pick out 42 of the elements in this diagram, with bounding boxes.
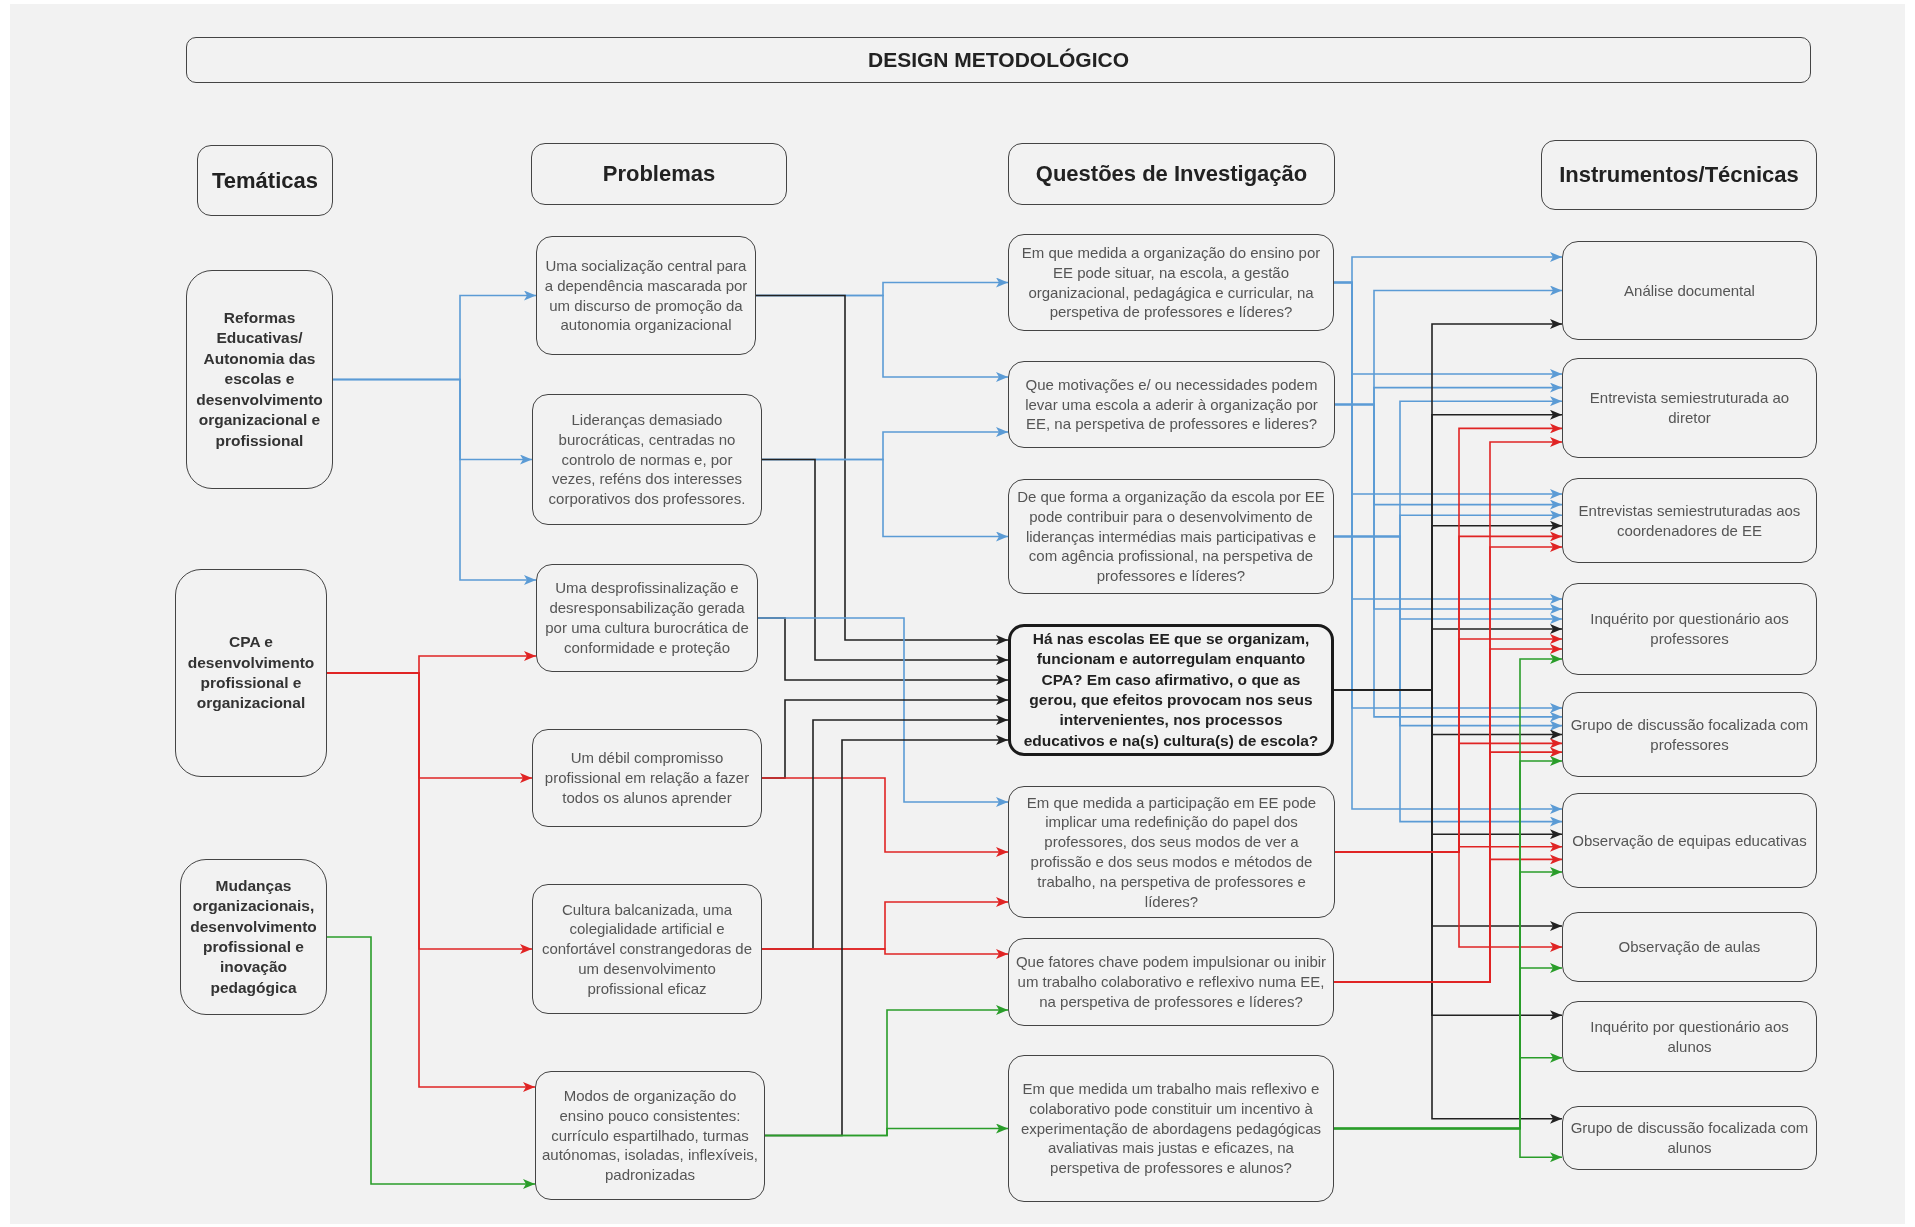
process-box: Modos de organização do ensino pouco consistentes: currículo espartilhado, turmas autónomas, isoladas, inflexíveis, padronizadas [535, 1071, 765, 1200]
arrow [1333, 281, 1563, 814]
process-box: Observação de equipas educativas [1562, 793, 1817, 888]
process-box: Que fatores chave podem impulsionar ou inibir um trabalho colaborativo e reflexivo numa EE, na perspetiva de professores e líderes? [1008, 938, 1334, 1026]
column-header: Questões de Investigação [1008, 143, 1335, 205]
process-box: Observação de aulas [1562, 912, 1817, 982]
arrow [332, 378, 537, 585]
process-box: Entrevistas semiestruturadas aos coordenadores de EE [1562, 478, 1817, 563]
arrow [761, 458, 1009, 665]
process-box: Uma socialização central para a dependência mascarada por um discurso de promoção da autonomia organizacional [536, 236, 756, 355]
column-header: Temáticas [197, 145, 333, 216]
title-box: DESIGN METODOLÓGICO [186, 37, 1811, 83]
process-box: Um débil compromisso profissional em relação a fazer todos os alunos aprender [532, 729, 762, 827]
arrow [1334, 851, 1563, 952]
arrow [761, 777, 1009, 857]
process-box: Lideranças demasiado burocráticas, centradas no controlo de normas e, por vezes, reféns dos interesses corporativos dos professores. [532, 394, 762, 525]
process-box: Inquérito por questionário aos professores [1562, 583, 1817, 675]
process-box: Inquérito por questionário aos alunos [1562, 1001, 1817, 1072]
arrow [761, 948, 1009, 959]
arrow [757, 617, 1009, 807]
process-box: Análise documental [1562, 241, 1817, 340]
theme-box: Reformas Educativas/ Autonomia das escolas e desenvolvimento organizacional e profissional [186, 270, 333, 489]
arrow [1333, 1127, 1563, 1163]
arrow [764, 1123, 1009, 1137]
arrow [755, 294, 1009, 645]
arrow [1333, 854, 1563, 983]
process-box: Cultura balcanizada, uma colegialidade artificial e confortável constrangedoras de um desenvolvimento profissional eficaz [532, 884, 762, 1014]
process-box: Em que medida a participação em EE pode implicar uma redefinição do papel dos professores, dos seus modos de ver a profissão e dos seus modos e métodos de trabalho, na perspetiva de professores e líderes? [1008, 786, 1335, 918]
arrow [326, 936, 536, 1189]
process-box: Que motivações e/ ou necessidades podem levar uma escola a aderir à organização por EE, na perspetiva de professores e lideres? [1008, 361, 1335, 448]
process-box: Grupo de discussão focalizada com alunos [1562, 1106, 1817, 1170]
column-header: Problemas [531, 143, 787, 205]
process-box: Entrevista semiestruturada ao diretor [1562, 358, 1817, 458]
process-box: Uma desprofissinalização e desresponsabilização gerada por uma cultura burocrática de conformidade e proteção [536, 564, 758, 672]
theme-box: CPA e desenvolvimento profissional e organizacional [175, 569, 327, 777]
process-box: Grupo de discussão focalizada com professores [1562, 692, 1817, 777]
process-box: Em que medida a organização do ensino por EE pode situar, na escola, a gestão organizacional, pedagágica e curricular, na perspetiva de professores e líderes? [1008, 234, 1334, 331]
column-header: Instrumentos/Técnicas [1541, 140, 1817, 210]
process-box: Em que medida um trabalho mais reflexivo e colaborativo pode constituir um incentivo à experimentação de abordagens pedagógicas avaliativas mais justas e eficazes, na perspetiva de professores e alunos? [1008, 1055, 1334, 1202]
process-box: De que forma a organização da escola por EE pode contribuir para o desenvolvimento de lideranças intermédias mais participativas e com agência profissional, na perspetiva de professores e líderes? [1008, 479, 1334, 594]
theme-box: Mudanças organizacionais, desenvolvimento profissional e inovação pedagógica [180, 859, 327, 1015]
central-question-box: Há nas escolas EE que se organizam, funcionam e autorregulam enquanto CPA? Em caso afirmativo, o que as gerou, que efeitos provocam nos seus intervenientes, nos processos educativos e na(s) cultura(s) de escola? [1008, 624, 1334, 756]
